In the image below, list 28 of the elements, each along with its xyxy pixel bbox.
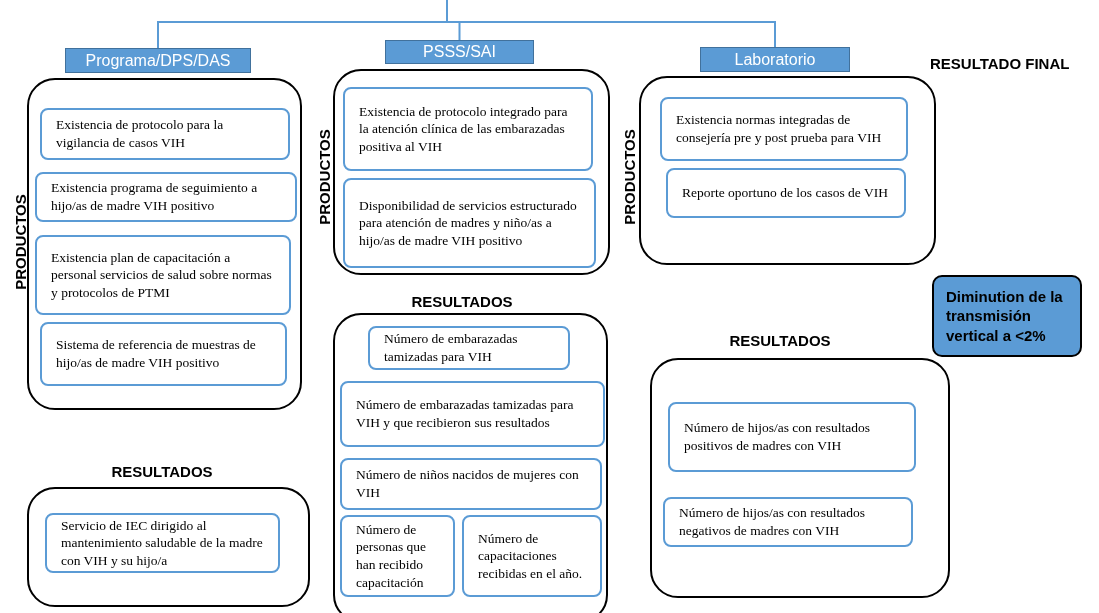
text-box: Existencia plan de capacitación a personal servicios de salud sobre normas y protocolos de PTMI [35,235,291,315]
text-box: Número de embarazadas tamizadas para VIH [368,326,570,370]
text-box: Reporte oportuno de los casos de VIH [666,168,906,218]
group-heading: PRODUCTOS [620,129,638,225]
text-box: Servicio de IEC dirigido al mantenimiento saludable de la madre con VIH y su hijo/a [45,513,280,573]
text-box: Existencia de protocolo para la vigilancia de casos VIH [40,108,290,160]
header-box: Programa/DPS/DAS [65,48,251,73]
group-heading: RESULTADOS [729,332,831,349]
group-heading: PRODUCTOS [11,194,29,290]
text-box: Existencia programa de seguimiento a hijo/as de madre VIH positivo [35,172,297,222]
connector-line [446,0,776,48]
group-heading: RESULTADOS [411,293,513,310]
result-box: Diminution de la transmisión vertical a <2% [932,275,1082,357]
text-box: Número de niños nacidos de mujeres con VIH [340,458,602,510]
text-box: Número de personas que han recibido capacitación [340,515,455,597]
group-heading: PRODUCTOS [315,129,333,225]
text-box: Sistema de referencia de muestras de hijo/as de madre VIH positivo [40,322,287,386]
text-box: Número de hijos/as con resultados positivos de madres con VIH [668,402,916,472]
group-heading: RESULTADOS [111,463,213,480]
text-box: Disponibilidad de servicios estructurado para atención de madres y niño/as a hijo/as de madre VIH positivo [343,178,596,268]
text-box: Existencia de protocolo integrado para la atención clínica de las embarazadas positiva al VIH [343,87,593,171]
text-box: Existencia normas integradas de consejería pre y post prueba para VIH [660,97,908,161]
header-box: Laboratorio [700,47,850,72]
text-box: Número de embarazadas tamizadas para VIH y que recibieron sus resultados [340,381,605,447]
header-box: PSSS/SAI [385,40,534,64]
section-heading: RESULTADO FINAL [930,55,1070,72]
text-box: Número de capacitaciones recibidas en el año. [462,515,602,597]
text-box: Número de hijos/as con resultados negativos de madres con VIH [663,497,913,547]
